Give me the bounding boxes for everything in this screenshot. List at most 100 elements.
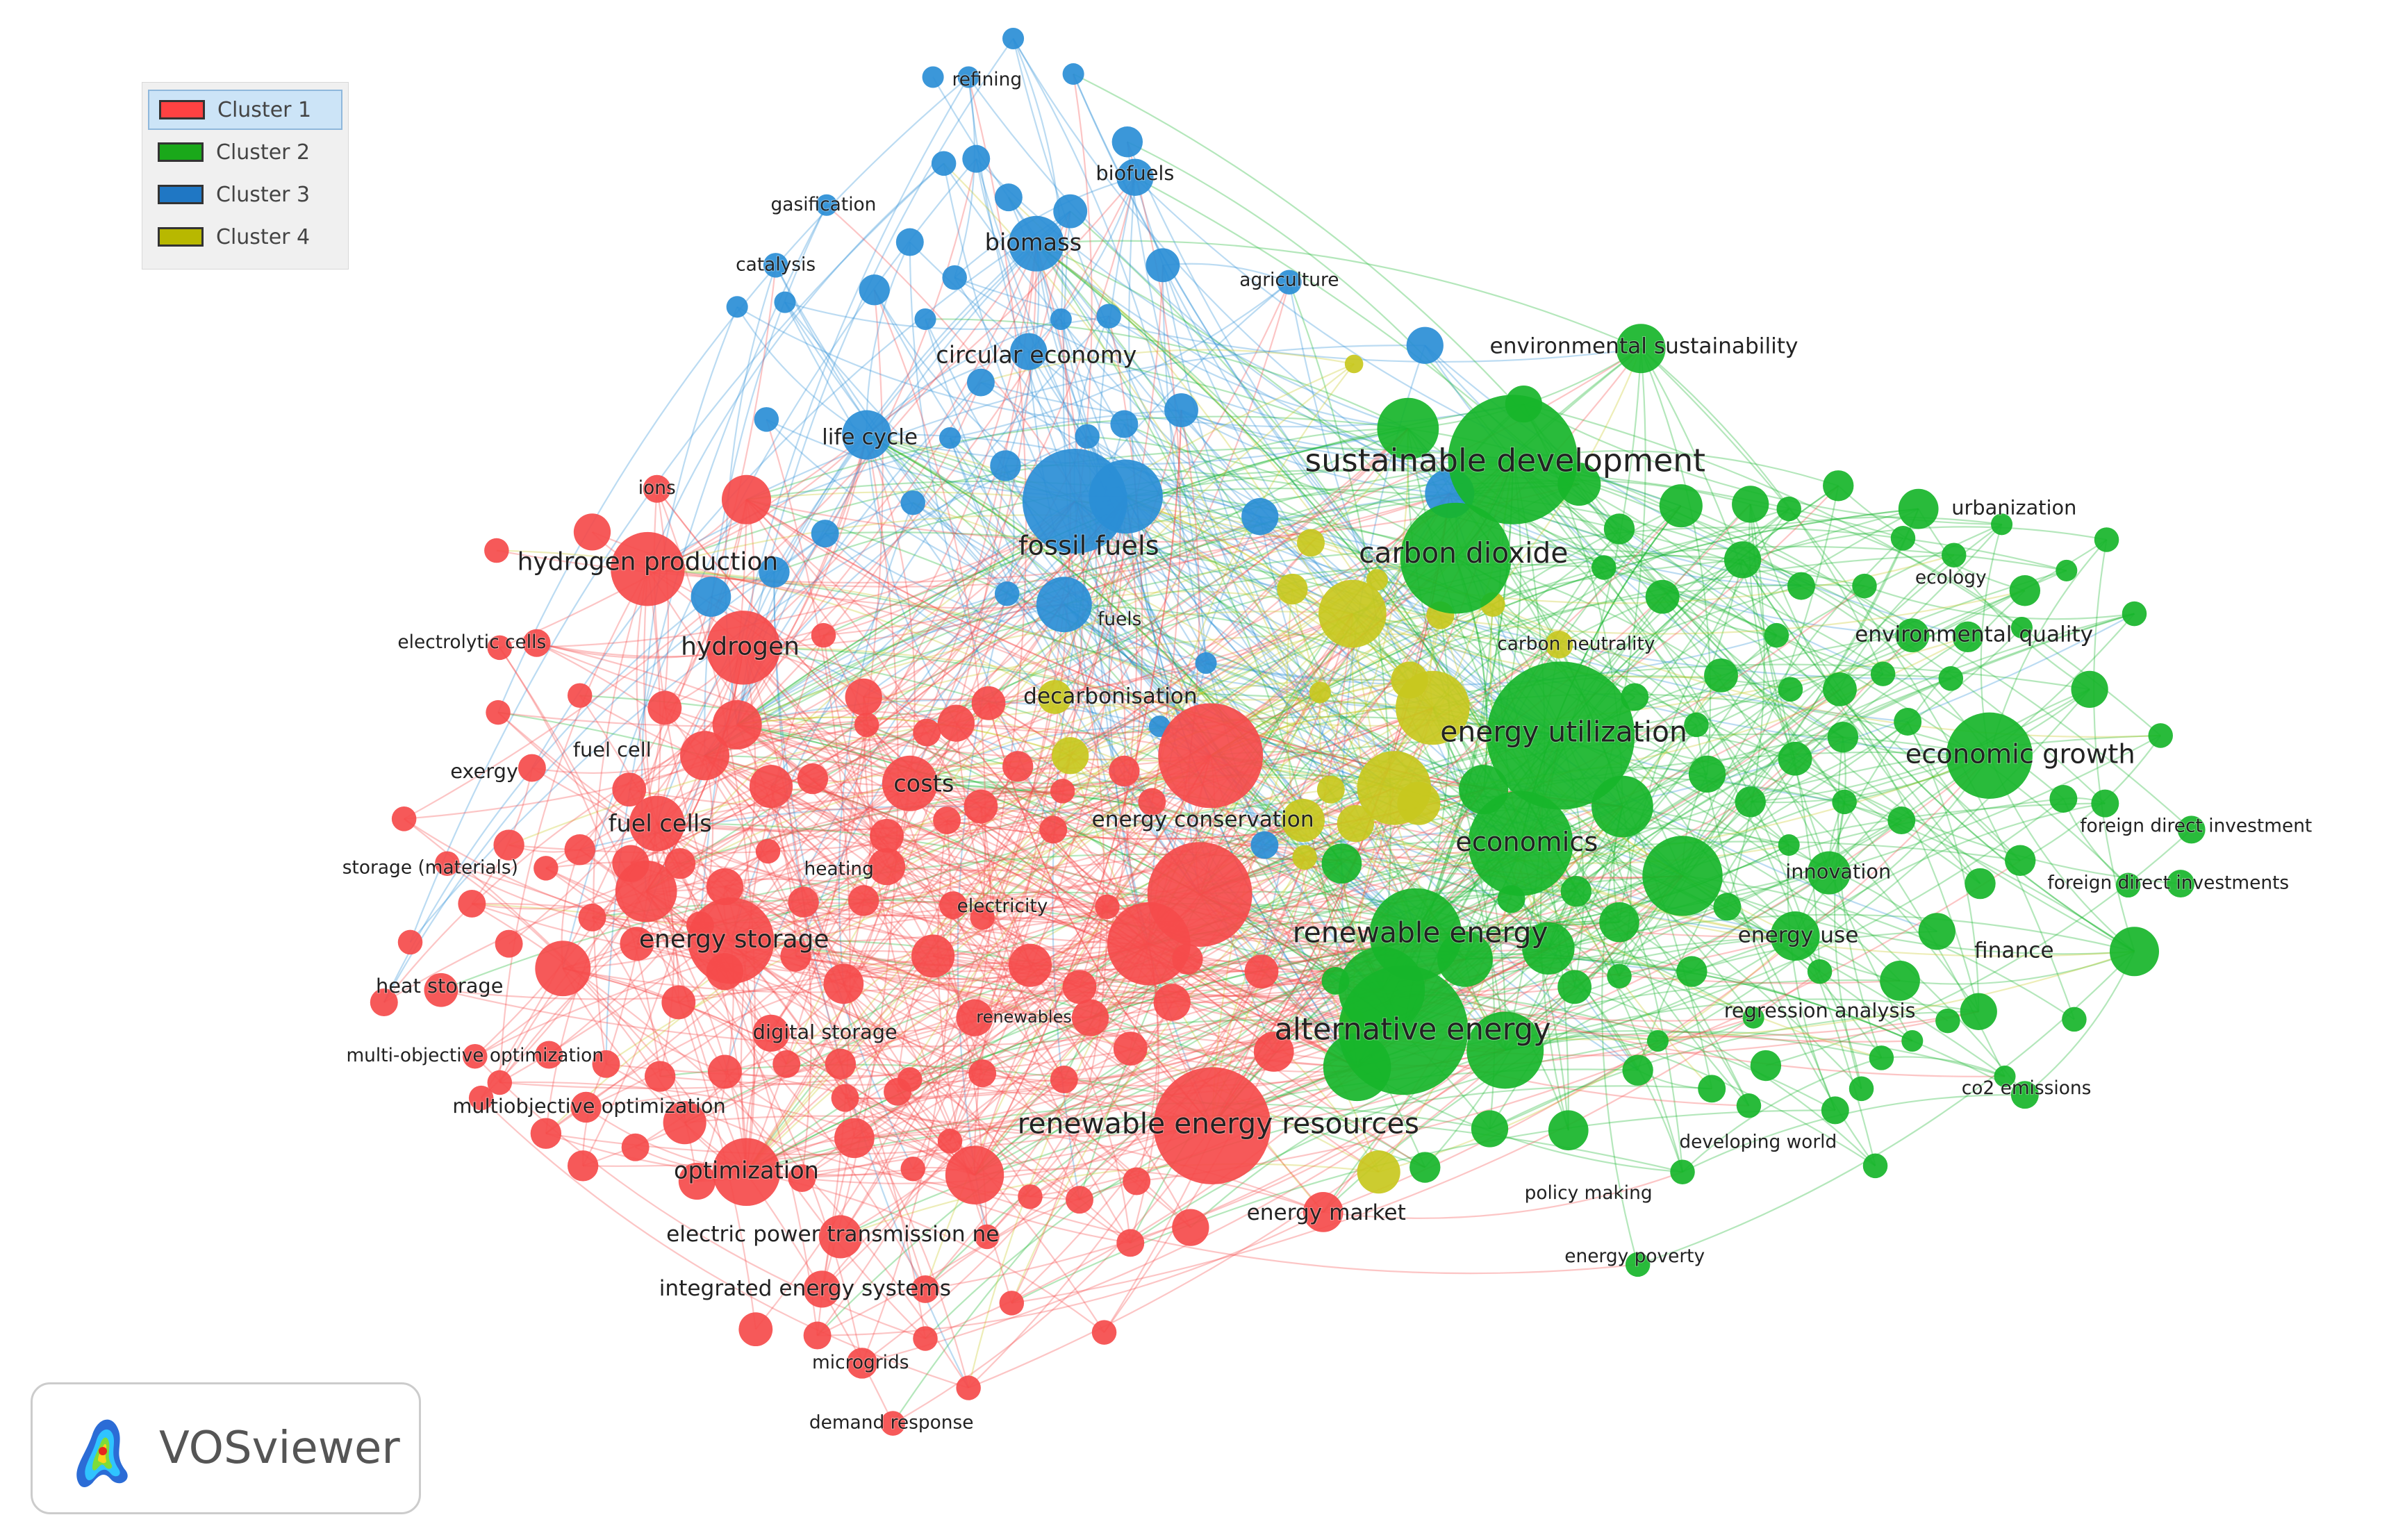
cluster-1-node[interactable] xyxy=(831,1084,859,1112)
cluster-3-node[interactable] xyxy=(1096,304,1121,329)
cluster-2-node[interactable] xyxy=(1890,526,1916,551)
cluster-1-node[interactable] xyxy=(468,1085,494,1111)
node-label-optimization[interactable]: optimization xyxy=(673,1157,820,1185)
node-label-hydrogen[interactable]: hydrogen xyxy=(680,631,800,661)
cluster-1-node[interactable] xyxy=(749,765,793,809)
cluster-2-node[interactable] xyxy=(1321,843,1362,884)
cluster-2-node[interactable] xyxy=(1869,1045,1894,1070)
cluster-1-node[interactable] xyxy=(788,1164,816,1193)
cluster-2-node[interactable] xyxy=(1807,959,1833,984)
legend-item-cluster-3[interactable]: Cluster 3 xyxy=(148,174,342,215)
cluster-4-node[interactable] xyxy=(1052,737,1089,775)
cluster-3-node[interactable] xyxy=(1146,248,1180,283)
cluster-1-node[interactable] xyxy=(913,718,941,747)
cluster-1-node[interactable] xyxy=(884,1077,912,1106)
cluster-2-node[interactable] xyxy=(2115,872,2141,898)
cluster-2-node[interactable] xyxy=(1778,677,1803,702)
cluster-2-node[interactable] xyxy=(1400,502,1512,614)
cluster-1-node[interactable] xyxy=(738,1312,773,1347)
node-label-economic-growth[interactable]: economic growth xyxy=(1905,738,2136,770)
cluster-2-node[interactable] xyxy=(1821,1096,1849,1125)
cluster-1-node[interactable] xyxy=(933,806,961,835)
cluster-4-node[interactable] xyxy=(1337,804,1375,843)
node-label-regression-analysis[interactable]: regression analysis xyxy=(1723,997,1917,1022)
cluster-2-node[interactable] xyxy=(1894,707,1922,736)
node-label-energy-market[interactable]: energy market xyxy=(1246,1200,1407,1226)
cluster-4-node[interactable] xyxy=(1038,680,1072,714)
cluster-2-node[interactable] xyxy=(1622,1054,1653,1086)
cluster-3-node[interactable] xyxy=(1195,652,1217,674)
cluster-1-node[interactable] xyxy=(1158,703,1264,809)
cluster-2-node[interactable] xyxy=(1676,956,1707,987)
cluster-1-node[interactable] xyxy=(535,941,591,997)
cluster-1-node[interactable] xyxy=(424,972,458,1007)
cluster-3-node[interactable] xyxy=(942,265,967,290)
cluster-2-node[interactable] xyxy=(1935,1008,1960,1034)
cluster-4-node[interactable] xyxy=(1357,1150,1400,1194)
cluster-1-node[interactable] xyxy=(592,1050,620,1078)
cluster-1-node[interactable] xyxy=(900,1157,925,1182)
cluster-1-node[interactable] xyxy=(615,860,677,922)
cluster-3-node[interactable] xyxy=(859,274,890,306)
cluster-1-node[interactable] xyxy=(971,686,1006,720)
cluster-3-node[interactable] xyxy=(763,253,788,278)
cluster-1-node[interactable] xyxy=(1116,1229,1145,1257)
cluster-2-node[interactable] xyxy=(1603,513,1635,545)
cluster-2-node[interactable] xyxy=(1994,1066,2016,1088)
cluster-2-node[interactable] xyxy=(2167,870,2195,898)
cluster-2-node[interactable] xyxy=(1409,1152,1441,1183)
cluster-3-node[interactable] xyxy=(1050,308,1072,331)
cluster-3-node[interactable] xyxy=(1111,126,1143,158)
cluster-1-node[interactable] xyxy=(1008,943,1052,987)
cluster-1-node[interactable] xyxy=(975,1224,1000,1250)
cluster-2-node[interactable] xyxy=(1965,868,1996,900)
cluster-1-node[interactable] xyxy=(956,1375,981,1400)
node-label-foreign-direct-investment[interactable]: foreign direct investment xyxy=(2079,814,2313,837)
cluster-1-node[interactable] xyxy=(534,856,559,881)
cluster-2-node[interactable] xyxy=(1870,661,1896,686)
cluster-4-node[interactable] xyxy=(1357,751,1432,825)
cluster-2-node[interactable] xyxy=(2010,1081,2039,1109)
cluster-3-node[interactable] xyxy=(1241,498,1279,536)
node-label-carbon-neutrality[interactable]: carbon neutrality xyxy=(1496,632,1655,655)
cluster-1-node[interactable] xyxy=(968,1059,997,1088)
cluster-1-node[interactable] xyxy=(834,1118,875,1159)
cluster-2-node[interactable] xyxy=(1591,555,1616,580)
cluster-4-node[interactable] xyxy=(1309,681,1331,704)
cluster-2-node[interactable] xyxy=(1807,851,1851,895)
node-label-biofuels[interactable]: biofuels xyxy=(1095,160,1175,185)
node-label-catalysis[interactable]: catalysis xyxy=(735,253,816,276)
cluster-1-node[interactable] xyxy=(846,1348,878,1379)
cluster-2-node[interactable] xyxy=(1522,922,1575,975)
cluster-1-node[interactable] xyxy=(811,622,836,648)
cluster-1-node[interactable] xyxy=(487,1070,513,1095)
cluster-2-node[interactable] xyxy=(2177,815,2206,844)
cluster-1-node[interactable] xyxy=(880,1411,906,1436)
cluster-1-node[interactable] xyxy=(1039,815,1068,844)
cluster-1-node[interactable] xyxy=(680,731,730,781)
cluster-2-node[interactable] xyxy=(1377,397,1439,460)
cluster-1-node[interactable] xyxy=(818,1215,862,1259)
cluster-3-node[interactable] xyxy=(1164,393,1198,427)
node-label-sustainable-development[interactable]: sustainable development xyxy=(1304,442,1706,480)
node-label-biomass[interactable]: biomass xyxy=(984,228,1082,256)
cluster-1-node[interactable] xyxy=(772,1050,801,1078)
cluster-2-node[interactable] xyxy=(1642,836,1723,916)
node-label-digital-storage[interactable]: digital storage xyxy=(752,1019,898,1044)
node-label-carbon-dioxide[interactable]: carbon dioxide xyxy=(1358,536,1569,570)
cluster-1-node[interactable] xyxy=(1153,984,1191,1021)
cluster-1-node[interactable] xyxy=(712,699,762,750)
cluster-1-node[interactable] xyxy=(823,963,864,1004)
cluster-1-node[interactable] xyxy=(913,1326,938,1351)
cluster-1-node[interactable] xyxy=(564,834,595,866)
cluster-1-node[interactable] xyxy=(712,1138,781,1207)
cluster-1-node[interactable] xyxy=(964,789,998,824)
cluster-1-node[interactable] xyxy=(620,927,654,961)
cluster-1-node[interactable] xyxy=(495,929,523,958)
cluster-1-node[interactable] xyxy=(882,755,938,811)
cluster-2-node[interactable] xyxy=(1770,911,1820,961)
cluster-1-node[interactable] xyxy=(484,538,509,563)
cluster-2-node[interactable] xyxy=(2109,927,2159,977)
node-label-energy-poverty[interactable]: energy poverty xyxy=(1564,1245,1705,1268)
cluster-2-node[interactable] xyxy=(1723,541,1762,579)
